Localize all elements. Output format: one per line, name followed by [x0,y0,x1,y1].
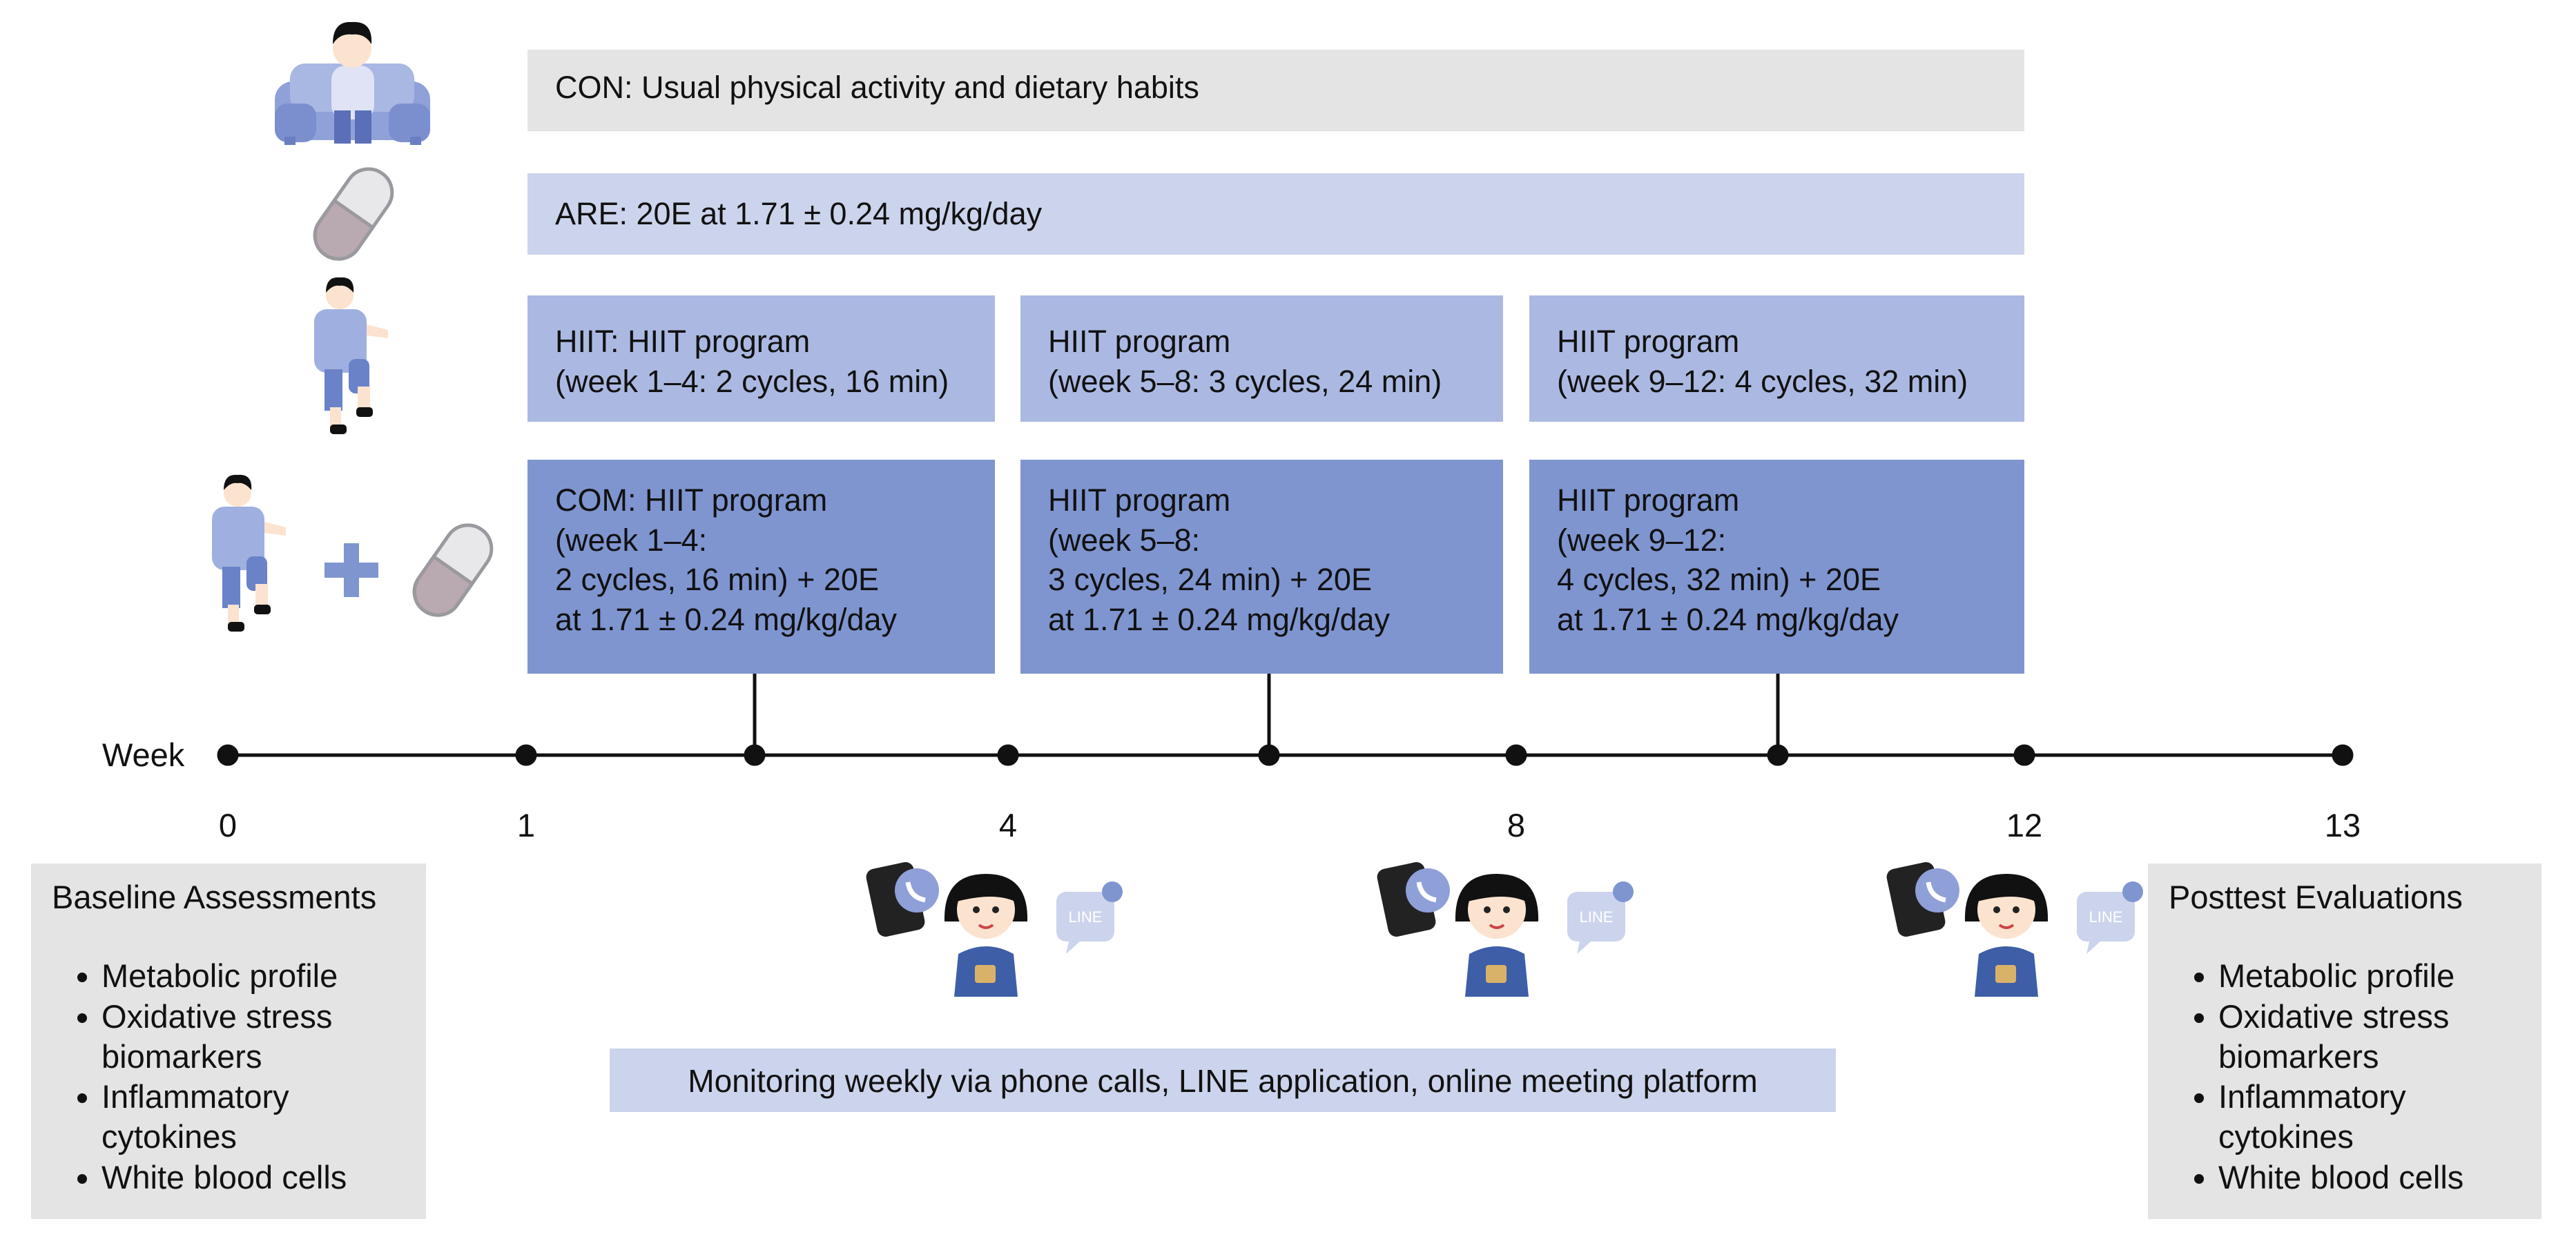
week-tick-label: 4 [998,807,1018,843]
list-item: Oxidative stress biomarkers [101,997,426,1077]
monitoring-text: Monitoring weekly via phone calls, LINE … [688,1063,1758,1099]
line-chat-icon: LINE [1056,881,1123,954]
hiit-box-weeks-5-8: HIIT program (week 5–8: 3 cycles, 24 min… [1020,295,1503,422]
phone-icon [866,862,939,937]
baseline-assessments-box: Baseline Assessments Metabolic profile O… [31,864,426,1219]
posttest-evaluations-list: Metabolic profile Oxidative stress bioma… [2169,956,2541,1198]
week-tick-label: 1 [516,807,536,843]
timeline-node-period-3 [1767,744,1789,766]
list-item: Inflammatory cytokines [2218,1077,2541,1158]
are-group-text: ARE: 20E at 1.71 ± 0.24 mg/kg/day [555,196,1043,231]
monitoring-icons-week-8 [1375,861,1634,997]
com-box-line: (week 9–12: [1557,522,1727,558]
com-box-line: (week 5–8: [1048,522,1201,558]
timeline-node-week-0 [217,744,239,766]
com-box-line: 2 cycles, 16 min) + 20E [555,562,879,598]
com-box-line: 4 cycles, 32 min) + 20E [1557,562,1881,598]
con-group-bar: CON: Usual physical activity and dietary… [527,50,2024,131]
com-box-line: HIIT program [1557,482,1740,518]
com-box-line: (week 1–4: [555,522,708,558]
com-box-line: COM: HIIT program [555,482,828,518]
hiit-box-line: (week 5–8: 3 cycles, 24 min) [1048,363,1442,399]
hiit-box-weeks-1-4: HIIT: HIIT program (week 1–4: 2 cycles, … [527,295,995,422]
line-badge-text: LINE [1069,908,1103,926]
timeline-node-week-4 [997,744,1019,766]
hiit-box-line: (week 1–4: 2 cycles, 16 min) [555,363,949,399]
hiit-box-line: (week 9–12: 4 cycles, 32 min) [1557,363,1968,399]
timeline-node-period-1 [744,744,766,766]
person-on-sofa-icon [275,21,430,145]
are-group-bar: ARE: 20E at 1.71 ± 0.24 mg/kg/day [527,173,2024,255]
week-tick-label: 12 [2006,807,2043,843]
capsule-icon [313,167,394,261]
com-box-line: at 1.71 ± 0.24 mg/kg/day [555,601,897,637]
con-group-text: CON: Usual physical activity and dietary… [555,70,1199,105]
list-item: White blood cells [101,1158,426,1198]
monitoring-icons: LINE [866,862,1123,997]
plus-icon [325,543,378,597]
week-tick-label: 0 [218,807,238,843]
baseline-assessments-title: Baseline Assessments [52,879,377,915]
week-tick-label: 13 [2324,807,2361,843]
posttest-evaluations-box: Posttest Evaluations Metabolic profile O… [2148,864,2541,1219]
com-box-line: at 1.71 ± 0.24 mg/kg/day [1557,601,1899,637]
list-item: Inflammatory cytokines [101,1077,426,1158]
hiit-box-line: HIIT program [1048,324,1231,359]
posttest-evaluations-title: Posttest Evaluations [2169,879,2463,915]
com-box-line: at 1.71 ± 0.24 mg/kg/day [1048,601,1390,637]
hiit-box-line: HIIT: HIIT program [555,324,811,359]
hiit-box-weeks-9-12: HIIT program (week 9–12: 4 cycles, 32 mi… [1529,295,2024,422]
week-tick-label: 8 [1507,807,1526,843]
exercising-person-icon [212,474,286,632]
week-timeline [217,674,2354,766]
exercising-person-icon [314,277,388,434]
timeline-node-period-2 [1258,744,1280,766]
com-box-line: HIIT program [1048,482,1231,518]
timeline-node-week-8 [1505,744,1527,766]
list-item: Metabolic profile [101,956,426,996]
timeline-node-week-13 [2332,744,2354,766]
list-item: White blood cells [2218,1158,2541,1198]
hiit-box-line: HIIT program [1557,324,1740,359]
com-box-line: 3 cycles, 24 min) + 20E [1048,562,1372,598]
monitoring-icons-week-12 [1885,861,2143,997]
coach-woman-icon [944,874,1028,997]
monitoring-bar: Monitoring weekly via phone calls, LINE … [610,1048,1836,1112]
timeline-node-week-1 [515,744,537,766]
baseline-assessments-list: Metabolic profile Oxidative stress bioma… [52,956,426,1198]
week-axis-label: Week [102,736,185,773]
list-item: Oxidative stress biomarkers [2218,997,2541,1077]
list-item: Metabolic profile [2218,956,2541,996]
com-box-weeks-1-4: COM: HIIT program (week 1–4: 2 cycles, 1… [527,460,995,674]
com-box-weeks-9-12: HIIT program (week 9–12: 4 cycles, 32 mi… [1529,460,2024,674]
com-box-weeks-5-8: HIIT program (week 5–8: 3 cycles, 24 min… [1020,460,1503,674]
timeline-node-week-12 [2013,744,2035,766]
capsule-icon [412,523,494,617]
